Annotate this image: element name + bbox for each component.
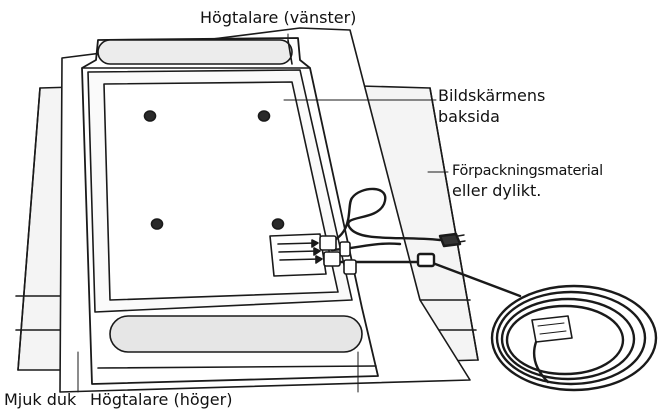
- arrow-1: [277, 242, 317, 245]
- leader-lines: [77, 33, 449, 393]
- label-packing-line1: Förpackningsmaterial: [452, 163, 603, 179]
- screw-top-right: [257, 110, 271, 122]
- signal-cable: [328, 252, 658, 392]
- screw-bottom-right: [271, 218, 285, 230]
- speaker-left: [97, 39, 293, 65]
- plugged-connectors: [319, 235, 357, 275]
- speaker-right: [97, 315, 377, 369]
- label-screen-back-line1: Bildskärmens: [438, 86, 546, 105]
- screw-bottom-left: [150, 218, 164, 230]
- label-screen-back-line2: baksida: [438, 107, 500, 126]
- label-soft-cloth: Mjuk duk: [4, 390, 77, 409]
- label-speaker-left: Högtalare (vänster): [200, 8, 357, 27]
- label-packing-line2: eller dylikt.: [452, 181, 542, 200]
- mounting-screws: [143, 110, 285, 230]
- arrow-2: [278, 250, 319, 253]
- arrow-3: [279, 258, 321, 261]
- connector-panel: [269, 233, 327, 277]
- vga-connector: [531, 315, 573, 343]
- label-speaker-right: Högtalare (höger): [90, 390, 233, 409]
- power-plug: [438, 232, 462, 248]
- screw-top-left: [143, 110, 157, 122]
